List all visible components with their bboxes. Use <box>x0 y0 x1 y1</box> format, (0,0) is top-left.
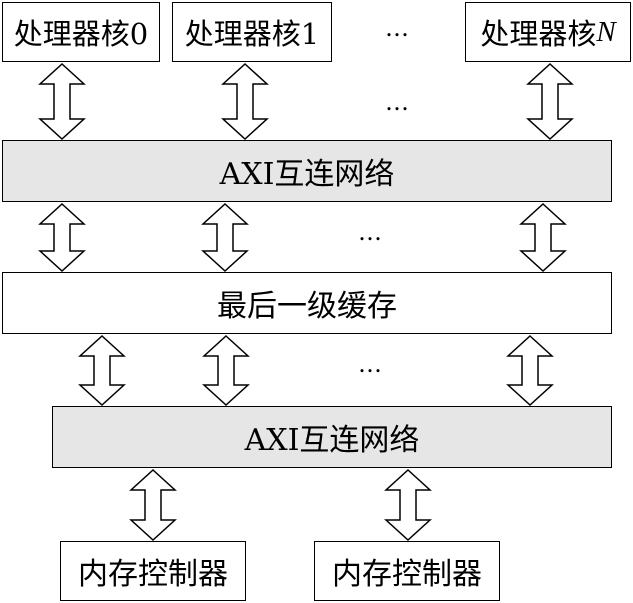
core-0-label: 处理器核0 <box>13 17 149 51</box>
last-level-cache-label: 最后一级缓存 <box>217 289 397 324</box>
arrow-mem-1 <box>384 468 432 542</box>
arrow-llc-0 <box>38 202 86 273</box>
axi-interconnect-top-label: AXI互连网络 <box>219 157 395 192</box>
memory-controller-1-label: 内存控制器 <box>332 557 482 592</box>
core-1-label: 处理器核1 <box>184 17 320 51</box>
core-0-box: 处理器核0 <box>2 2 160 62</box>
core-1-box: 处理器核1 <box>172 2 332 62</box>
arrow-llc-n <box>519 202 567 273</box>
axi-interconnect-bottom-label: AXI互连网络 <box>244 423 420 458</box>
axi-interconnect-bottom: AXI互连网络 <box>52 406 612 468</box>
ellipsis-row-1: … <box>385 88 410 116</box>
arrow-bus-n <box>506 334 554 407</box>
arrow-core-1 <box>221 62 269 141</box>
last-level-cache: 最后一级缓存 <box>2 272 612 334</box>
axi-interconnect-top: AXI互连网络 <box>2 140 612 202</box>
ellipsis-cores: … <box>385 14 410 42</box>
ellipsis-row-2: … <box>358 218 383 246</box>
memory-controller-0: 内存控制器 <box>60 541 246 601</box>
memory-controller-1: 内存控制器 <box>314 541 500 601</box>
arrow-core-n <box>526 62 574 141</box>
arrow-bus-1 <box>202 334 250 407</box>
arrow-bus-0 <box>78 334 126 407</box>
ellipsis-row-3: … <box>358 350 383 378</box>
arrow-llc-1 <box>201 202 249 273</box>
arrow-core-0 <box>38 62 86 141</box>
core-n-label: 处理器核 <box>480 17 597 51</box>
core-n-suffix: N <box>596 15 616 48</box>
memory-controller-0-label: 内存控制器 <box>78 557 228 592</box>
arrow-mem-0 <box>129 468 177 542</box>
